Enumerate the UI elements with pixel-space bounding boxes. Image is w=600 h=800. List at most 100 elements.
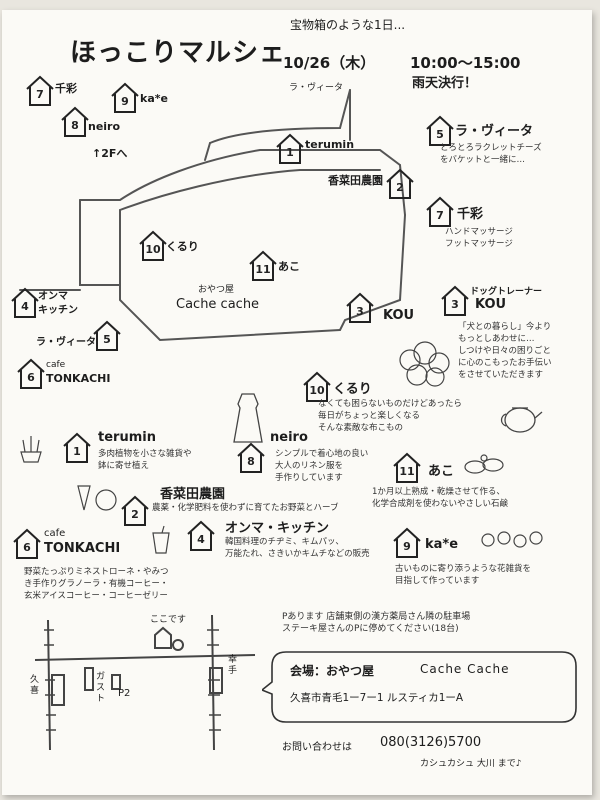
shop-house-10: 10 [302,371,332,403]
shop-desc-kae-2: 目指して作っています [395,576,480,586]
map-label-tonkachi: TONKACHI [46,372,111,385]
soap-illustration [464,454,504,474]
shop-name-tonkachi: TONKACHI [44,541,121,556]
shop-name-omma: オンマ・キッチン [225,521,330,536]
shop-name-kou: KOU [475,297,507,312]
shop-name-kanada: 香菜田農園 [160,487,226,502]
header-subtitle: 宝物箱のような1日... [290,18,406,32]
map-label-ako: あこ [278,260,300,273]
contact-name: カシュカシュ 大川 まで♪ [420,759,522,769]
map-label-kururi: くるり [166,240,199,253]
shop-desc-ako-2: 化学合成剤を使わないやさしい石鹸 [372,499,509,509]
venue-name: Cache Cache [420,662,510,676]
shop-desc-tonkachi-2: き手作りグラノーラ・有機コーヒー・ [24,579,169,589]
teapot-illustration [500,407,543,433]
shop-desc-kou-5: をさせていただきます [458,370,544,380]
shop-house-2: 2 [120,495,150,527]
shop-desc-kururi-1: なくても困らないものだけどあったら [318,399,462,409]
access-map-satte: 幸手 [228,655,238,676]
building-inner [119,209,341,342]
shop-house-7: 7 [425,196,455,228]
map-label-terumin: terumin [305,138,355,151]
cup-illustration [152,525,170,554]
access-map-gust: ガスト [96,672,106,704]
shop-house-9: 9 [392,527,422,559]
shop-pre-tonkachi: cafe [44,528,66,539]
shop-desc-ako-1: 1か月以上熟成・乾燥させて作る、 [372,487,505,497]
access-map-kuki: 久喜 [30,675,40,696]
rain-notice: 雨天決行！ [412,76,478,91]
shop-name-ako: あこ [428,464,455,479]
map-house-1: 1 [275,133,305,165]
shop-house-1: 1 [62,432,92,464]
map-label-neiro: neiro [88,120,121,133]
venue-address: 久喜市青毛1ー7ー1 ルスティカ1ーA [290,692,464,704]
map-house-8: 8 [60,106,90,138]
map-label-up-2f: ↑2Fへ [92,147,128,160]
building-left [79,199,121,286]
access-map-p2: P2 [118,688,131,699]
shop-name-kururi: くるり [333,382,372,397]
shop-desc-terumin-2: 鉢に寄せ植え [98,461,150,471]
shop-desc-kanada-1: 農薬・化学肥料を使わずに育てたお野菜とハーブ [152,503,339,513]
parking-line-1: Pあります 店舗東側の漢方薬局さん隣の駐車場 [282,612,471,622]
shop-house-11: 11 [392,452,422,484]
map-house-7: 7 [25,75,55,107]
shop-name-neiro: neiro [270,430,308,445]
shop-desc-terumin-1: 多肉植物を小さな雑貨や [98,449,192,459]
map-label-kou: KOU [383,308,415,323]
shop-desc-tonkachi-3: 玄米アイスコーヒー・コーヒーゼリー [24,591,168,601]
shop-name-la-vita: ラ・ヴィータ [455,124,534,139]
shop-house-4: 4 [186,520,216,552]
map-label-la-vita: ラ・ヴィータ [36,337,96,348]
shop-desc-neiro-2: 大人のリネン服を [275,461,344,471]
page-title: ほっこりマルシェ [70,38,287,68]
shop-desc-kae-1: 古いものに寄り添うような花雑貨を [395,564,532,574]
shop-house-5: 5 [425,115,455,147]
map-label-kae: ka*e [140,92,168,105]
map-house-9: 9 [110,82,140,114]
shop-desc-la-vita-1: とろとろラクレットチーズ [440,143,542,153]
shop-house-8: 8 [236,442,266,474]
map-label-cache-big: Cache cache [176,297,260,312]
shop-desc-kou-3: しつけや日々の困りごと [458,346,551,356]
map-house-4: 4 [10,287,40,319]
map-house-2: 2 [385,168,415,200]
map-house-11: 11 [248,250,278,282]
parking-line-2: ステーキ屋さんのPに停めてください(18台) [282,624,459,634]
shop-desc-la-vita-2: をバケットと一緒に… [440,155,526,165]
map-house-5: 5 [92,320,122,352]
map-label-omma: オンマ キッチン [38,291,78,316]
contact-label: お問い合わせは [282,742,352,753]
map-house-3: 3 [345,292,375,324]
access-map-koko: ここです [150,615,187,625]
shop-desc-kou-1: 「犬との暮らし」今より [458,322,552,332]
access-map [34,614,256,751]
road-top [209,89,351,144]
shop-desc-kou-2: もっとしあわせに… [458,334,535,344]
map-label-cache-small: おやつ屋 [198,285,235,295]
shop-house-3: 3 [440,285,470,317]
venue-bubble [260,648,580,726]
shop-desc-kururi-3: そんな素敵な布こもの [318,423,404,433]
venue-label: 会場：おやつ屋 [290,664,375,678]
shop-desc-tonkachi-1: 野菜たっぷりミネストローネ・やみつ [24,567,169,577]
succulent-illustration [20,436,42,463]
event-time: 10:00～15:00 [410,54,521,72]
shop-role-kou: ドッグトレーナー [470,287,543,297]
shop-name-terumin: terumin [98,430,156,445]
dress-illustration [233,393,263,443]
shop-house-6: 6 [12,528,42,560]
map-house-10: 10 [138,230,168,262]
shop-desc-chisai-2: フットマッサージ [445,239,513,249]
map-label-chisai: 千彩 [55,82,77,95]
map-label-cafe: cafe [46,360,66,370]
bubble-cloud-illustration [399,341,450,387]
shop-desc-kururi-2: 毎日がちょっと楽しくなる [318,411,421,421]
event-date: 10/26（木） [283,54,376,72]
contact-phone: 080(3126)5700 [380,735,482,750]
shop-name-chisai: 千彩 [457,207,484,222]
shop-desc-chisai-1: ハンドマッサージ [445,227,513,237]
map-label-kanada: 香菜田農園 [328,174,383,187]
